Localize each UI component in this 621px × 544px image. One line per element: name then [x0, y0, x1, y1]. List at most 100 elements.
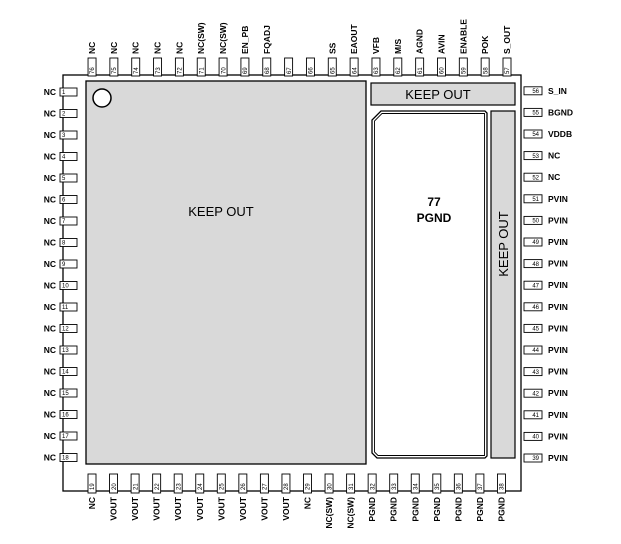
pin-label-36: PGND	[453, 497, 463, 522]
pin-label-29: NC	[303, 497, 313, 509]
pin-number-59: 59	[462, 67, 468, 74]
pin-number-15: 15	[62, 391, 69, 397]
pin-number-63: 63	[374, 67, 380, 74]
pin-pad-28	[281, 473, 291, 494]
pin-pad-14	[59, 367, 78, 376]
pin-number-2: 2	[62, 112, 66, 118]
pin-number-73: 73	[156, 67, 162, 74]
pin-label-3: NC	[44, 130, 56, 140]
pin-label-32: PGND	[367, 497, 377, 522]
pin-number-72: 72	[178, 67, 184, 74]
pin-pad-29	[303, 473, 312, 494]
pin-label-64: EAOUT	[349, 23, 359, 54]
pin-label-22: VOUT	[152, 496, 162, 520]
pin-number-34: 34	[413, 483, 419, 490]
pin-number-25: 25	[220, 483, 226, 490]
pin-pad-51	[523, 194, 543, 204]
pin-label-52: NC	[548, 172, 560, 182]
pin-label-70: NC(SW)	[218, 22, 228, 54]
pin-number-11: 11	[62, 305, 69, 311]
pin-label-68: FQADJ	[262, 25, 272, 54]
pin-label-55: BGND	[548, 107, 573, 117]
pin-number-27: 27	[263, 483, 269, 490]
pin-pad-36	[453, 473, 463, 494]
pin-pad-71	[196, 57, 206, 77]
pin-label-49: PVIN	[548, 237, 568, 247]
pin-pad-12	[59, 324, 78, 333]
pin-label-37: PGND	[475, 497, 485, 522]
pin-pad-42	[523, 388, 543, 398]
pin-label-53: NC	[548, 151, 560, 161]
pin-label-51: PVIN	[548, 194, 568, 204]
pin-pad-54	[523, 129, 543, 139]
pin-pad-62	[393, 57, 403, 77]
pin-label-40: PVIN	[548, 431, 568, 441]
pin-number-45: 45	[532, 327, 539, 333]
pin-pad-30	[324, 473, 334, 494]
pin-label-6: NC	[44, 195, 56, 205]
pin-label-46: PVIN	[548, 302, 568, 312]
pin-number-22: 22	[155, 483, 161, 490]
pin-number-64: 64	[352, 67, 358, 74]
pin-label-74: NC	[131, 42, 141, 54]
pin-label-33: PGND	[389, 497, 399, 522]
pin-number-40: 40	[532, 435, 539, 441]
pin-pad-64	[349, 57, 359, 77]
pin-label-72: NC	[174, 42, 184, 54]
pin1-indicator	[92, 88, 112, 108]
pin-number-19: 19	[90, 483, 96, 490]
pin-pad-38	[497, 473, 506, 494]
pin-pad-69	[240, 57, 250, 77]
pin-pad-5	[59, 173, 78, 183]
keepout-top-area	[370, 82, 516, 106]
pin-number-38: 38	[500, 483, 506, 490]
keepout-main-area	[85, 80, 367, 465]
pin-pad-1	[59, 87, 78, 97]
pin-label-47: PVIN	[548, 280, 568, 290]
pin-number-6: 6	[62, 198, 66, 204]
pin-number-36: 36	[457, 483, 463, 490]
pin-pad-17	[59, 431, 78, 441]
pin-pad-52	[523, 172, 543, 182]
pin-pad-8	[59, 238, 78, 247]
pin-label-19: NC	[87, 497, 97, 509]
pin-label-15: NC	[44, 388, 56, 398]
pin-number-44: 44	[532, 348, 539, 354]
pin-label-56: S_IN	[548, 86, 567, 96]
pin-number-10: 10	[62, 284, 69, 290]
thermal-pad-number: 77	[427, 195, 441, 209]
pin-pad-24	[195, 473, 205, 494]
pin-pad-11	[59, 302, 78, 312]
pin-pad-61	[415, 57, 425, 77]
pin-pad-34	[410, 473, 420, 494]
pin-label-7: NC	[44, 216, 56, 226]
pin-pad-26	[238, 473, 248, 494]
pin-pad-13	[59, 345, 78, 355]
pin-label-5: NC	[44, 173, 56, 183]
pin-label-13: NC	[44, 345, 56, 355]
pin-pad-56	[523, 86, 543, 96]
pin-number-21: 21	[133, 483, 139, 490]
pin-pad-18	[59, 453, 78, 462]
pin-pad-76	[87, 57, 97, 77]
keepout-side-label: KEEP OUT	[496, 211, 511, 277]
pin-label-16: NC	[44, 410, 56, 420]
pin-number-5: 5	[62, 176, 66, 182]
pin-number-7: 7	[62, 219, 66, 225]
pin-number-43: 43	[532, 370, 539, 376]
pin-label-58: POK	[480, 35, 490, 54]
pin-number-13: 13	[62, 348, 69, 354]
pin-number-23: 23	[176, 483, 182, 490]
pin-pad-59	[458, 57, 468, 77]
pin-number-32: 32	[370, 483, 376, 490]
pin-pad-10	[59, 281, 78, 290]
pin-pad-49	[523, 237, 543, 247]
pin-label-71: NC(SW)	[196, 22, 206, 54]
pin-number-55: 55	[532, 111, 539, 117]
pin-label-21: VOUT	[130, 496, 140, 520]
pin-pad-44	[523, 345, 543, 355]
pin-label-48: PVIN	[548, 259, 568, 269]
pin-number-68: 68	[265, 67, 271, 74]
pin-label-50: PVIN	[548, 215, 568, 225]
pin-pad-57	[502, 57, 512, 77]
